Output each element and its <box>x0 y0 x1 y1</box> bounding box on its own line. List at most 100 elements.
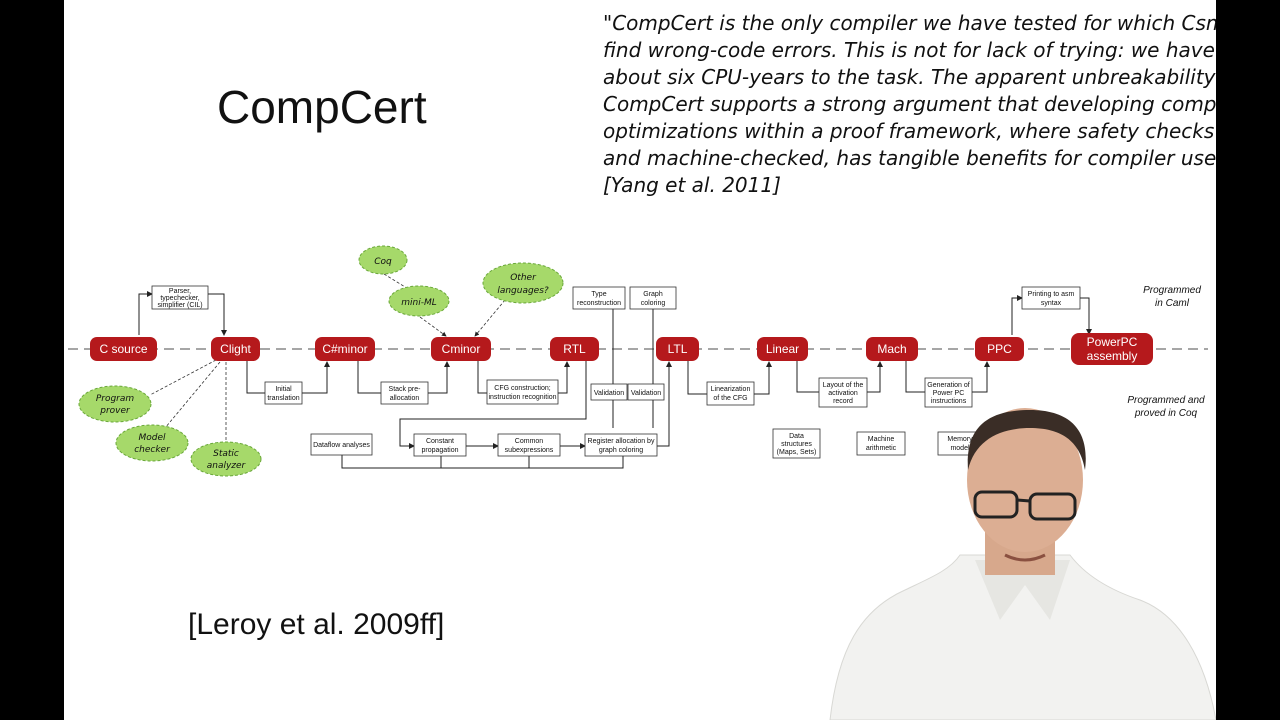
glasses-right-lens <box>1028 492 1077 521</box>
box-text: Constant <box>426 438 454 445</box>
box-text: Dataflow analyses <box>313 442 370 449</box>
box-text: Machine <box>868 436 895 443</box>
box-text: Common <box>515 438 544 445</box>
box-text: model <box>950 445 970 452</box>
box-text: Generation of <box>927 382 969 389</box>
stage-ppc: PPC <box>975 337 1024 361</box>
box-graph-coloring: Graph coloring <box>629 286 677 310</box>
glasses-bridge <box>1016 498 1031 503</box>
box-register-allocation: Register allocation by graph coloring <box>584 433 658 457</box>
stage-label: assembly <box>1087 349 1138 363</box>
stage-label: RTL <box>563 342 586 356</box>
box-text: (Maps, Sets) <box>777 449 817 456</box>
stage-label: Linear <box>766 342 799 356</box>
stage-c-source: C source <box>90 337 157 361</box>
box-generation-ppc: Generation of Power PC instructions <box>924 377 973 408</box>
stage-label: Clight <box>220 342 251 356</box>
citation: [Leroy et al. 2009ff] <box>188 608 445 641</box>
speaker-video <box>829 408 1216 720</box>
tool-mini-ml: mini-ML <box>388 285 450 317</box>
stage-ltl: LTL <box>656 337 699 361</box>
box-type-reconstruction: Type reconstruction <box>572 286 626 310</box>
box-text: Validation <box>631 390 661 397</box>
quote-source: [Yang et al. 2011] <box>603 173 781 197</box>
tool-coq: Coq <box>358 245 408 275</box>
box-dataflow: Dataflow analyses <box>310 433 373 456</box>
quote-line: optimizations within a proof framework, … <box>603 119 1216 143</box>
stage-label: Cminor <box>442 342 481 356</box>
box-stack-preallocation: Stack pre- allocation <box>380 381 429 405</box>
stage-rtl: RTL <box>550 337 599 361</box>
box-text: graph coloring <box>599 447 643 454</box>
box-text: Register allocation by <box>588 438 655 445</box>
note-programmed-caml: Programmed <box>1143 285 1201 296</box>
tool-connectors <box>149 273 506 445</box>
box-linearization: Linearization of the CFG <box>706 381 755 406</box>
box-text: subexpressions <box>505 447 554 454</box>
hair <box>967 410 1086 470</box>
box-text: typechecker, <box>160 295 199 302</box>
box-text: Data <box>789 433 804 440</box>
tool-label: prover <box>99 406 131 416</box>
glasses-left-lens <box>973 490 1019 519</box>
box-text: activation <box>828 390 858 397</box>
mouth <box>1004 553 1046 562</box>
stage-label: PowerPC <box>1087 335 1138 349</box>
box-data-structures: Data structures (Maps, Sets) <box>772 428 821 459</box>
stage-mach: Mach <box>866 337 918 361</box>
tool-other-languages: Other languages? <box>482 262 564 304</box>
box-text: record <box>833 398 853 405</box>
right-letterbox <box>1216 0 1280 720</box>
box-text: Validation <box>594 390 624 397</box>
box-text: CFG construction; <box>494 385 550 392</box>
tool-static-analyzer: Static analyzer <box>190 441 262 477</box>
tool-label: Other <box>510 273 537 283</box>
pipeline-connectors <box>138 291 1092 469</box>
stage-cminor: Cminor <box>431 337 491 361</box>
shirt <box>829 554 1216 720</box>
stage-label: C#minor <box>322 342 367 356</box>
tool-label: Coq <box>374 257 392 267</box>
box-text: syntax <box>1041 300 1062 307</box>
box-layout-activation: Layout of the activation record <box>818 377 868 408</box>
slide-title: CompCert <box>217 81 427 133</box>
box-text: arithmetic <box>866 445 897 452</box>
box-machine-arithmetic: Machine arithmetic <box>856 431 906 456</box>
box-common-subexpressions: Common subexpressions <box>497 433 561 457</box>
box-text: Layout of the <box>823 382 864 389</box>
box-text: Graph <box>643 291 663 298</box>
quote-line: and machine-checked, has tangible benefi… <box>603 146 1216 170</box>
box-text: of the CFG <box>713 395 747 402</box>
box-text: Memory <box>947 436 973 443</box>
tool-label: analyzer <box>207 461 247 471</box>
stage-csharpminor: C#minor <box>315 337 375 361</box>
stage-label: Mach <box>877 342 906 356</box>
note-proved-coq: Programmed and <box>1127 395 1205 406</box>
quote-block: "CompCert is the only compiler we have t… <box>603 10 1216 199</box>
box-cfg-construction: CFG construction; instruction recognitio… <box>486 379 559 405</box>
box-text: structures <box>781 441 812 448</box>
tool-label: Static <box>213 449 239 459</box>
tool-label: Program <box>96 394 135 404</box>
box-text: reconstruction <box>577 300 621 307</box>
tool-label: checker <box>134 445 171 455</box>
tool-program-prover: Program prover <box>78 385 152 423</box>
stage-powerpc-assembly: PowerPC assembly <box>1071 333 1153 365</box>
box-validation-2: Validation <box>627 383 665 401</box>
tool-model-checker: Model checker <box>115 424 189 462</box>
box-text: Type <box>591 291 606 298</box>
box-text: Linearization <box>711 386 751 393</box>
tool-label: languages? <box>497 286 549 296</box>
quote-line: find wrong-code errors. This is not for … <box>603 38 1216 62</box>
quote-line: about six CPU-years to the task. The app… <box>603 65 1216 89</box>
box-initial-translation: Initial translation <box>264 381 303 405</box>
stage-linear: Linear <box>757 337 808 361</box>
box-validation-1: Validation <box>590 383 628 401</box>
box-text: instructions <box>931 398 967 405</box>
box-text: instruction recognition <box>488 394 556 401</box>
box-text: Stack pre- <box>389 386 422 393</box>
tool-label: mini-ML <box>401 298 437 308</box>
slide: CompCert "CompCert is the only compiler … <box>64 0 1216 720</box>
box-text: propagation <box>422 447 459 454</box>
stage-clight: Clight <box>211 337 260 361</box>
